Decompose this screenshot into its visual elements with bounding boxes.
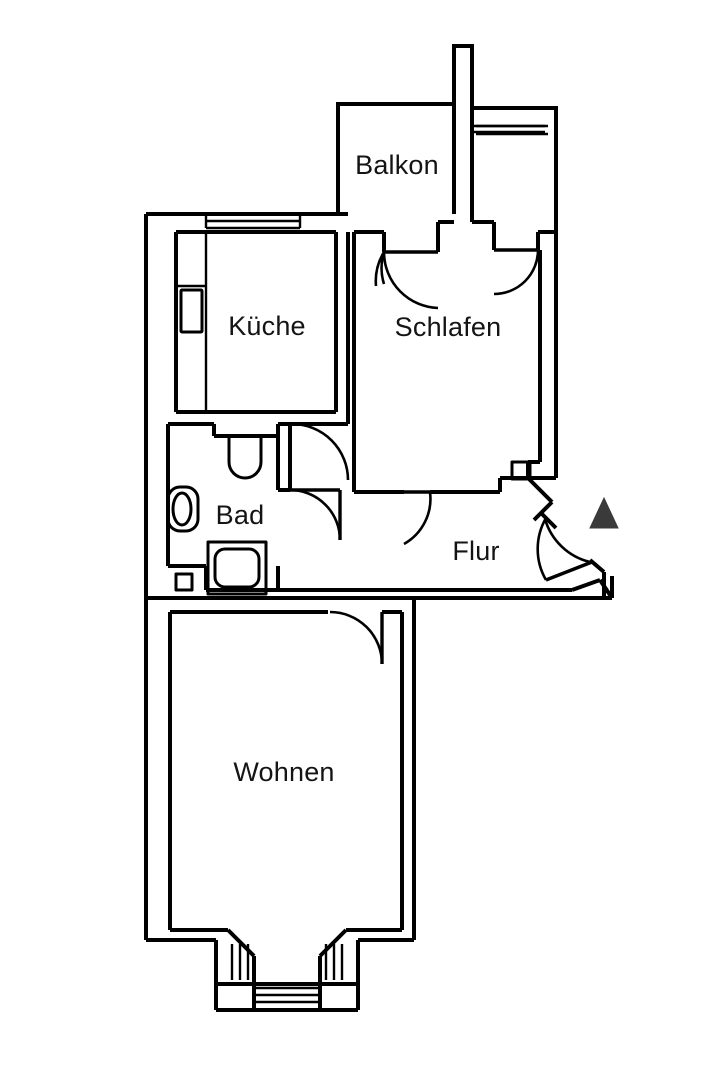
shower-tray-icon [206,540,268,596]
flur-niche-square-icon [510,460,532,481]
entrance-door [526,476,606,598]
bedroom-window [476,124,548,136]
room-label-bad: Bad [216,500,265,530]
room-label-schlafen: Schlafen [395,312,502,342]
hallway-walls [278,412,614,600]
washbasin-icon [166,485,200,533]
living-bay-window [230,944,344,1004]
kitchen-appliance-icon [179,288,204,334]
bath-small-square-icon [174,572,194,592]
apartment-outer-walls [144,212,614,940]
kitchen-window [204,212,302,230]
hallway-bedroom-door [403,490,432,546]
kitchen-walls [174,212,350,414]
balcony-door [374,250,439,310]
bedroom-entry-door [493,248,540,296]
living-room-door [329,610,384,665]
kitchen-door [291,422,350,481]
toilet-icon [227,434,263,480]
balcony-outline [336,44,558,232]
room-label-balkon: Balkon [355,150,439,180]
entrance-marker-icon [589,496,619,529]
room-label-flur: Flur [452,536,499,566]
room-label-wohnen: Wohnen [233,757,334,787]
room-label-kueche: Küche [228,311,306,341]
bath-door [289,488,342,541]
living-room-walls [146,598,416,1012]
